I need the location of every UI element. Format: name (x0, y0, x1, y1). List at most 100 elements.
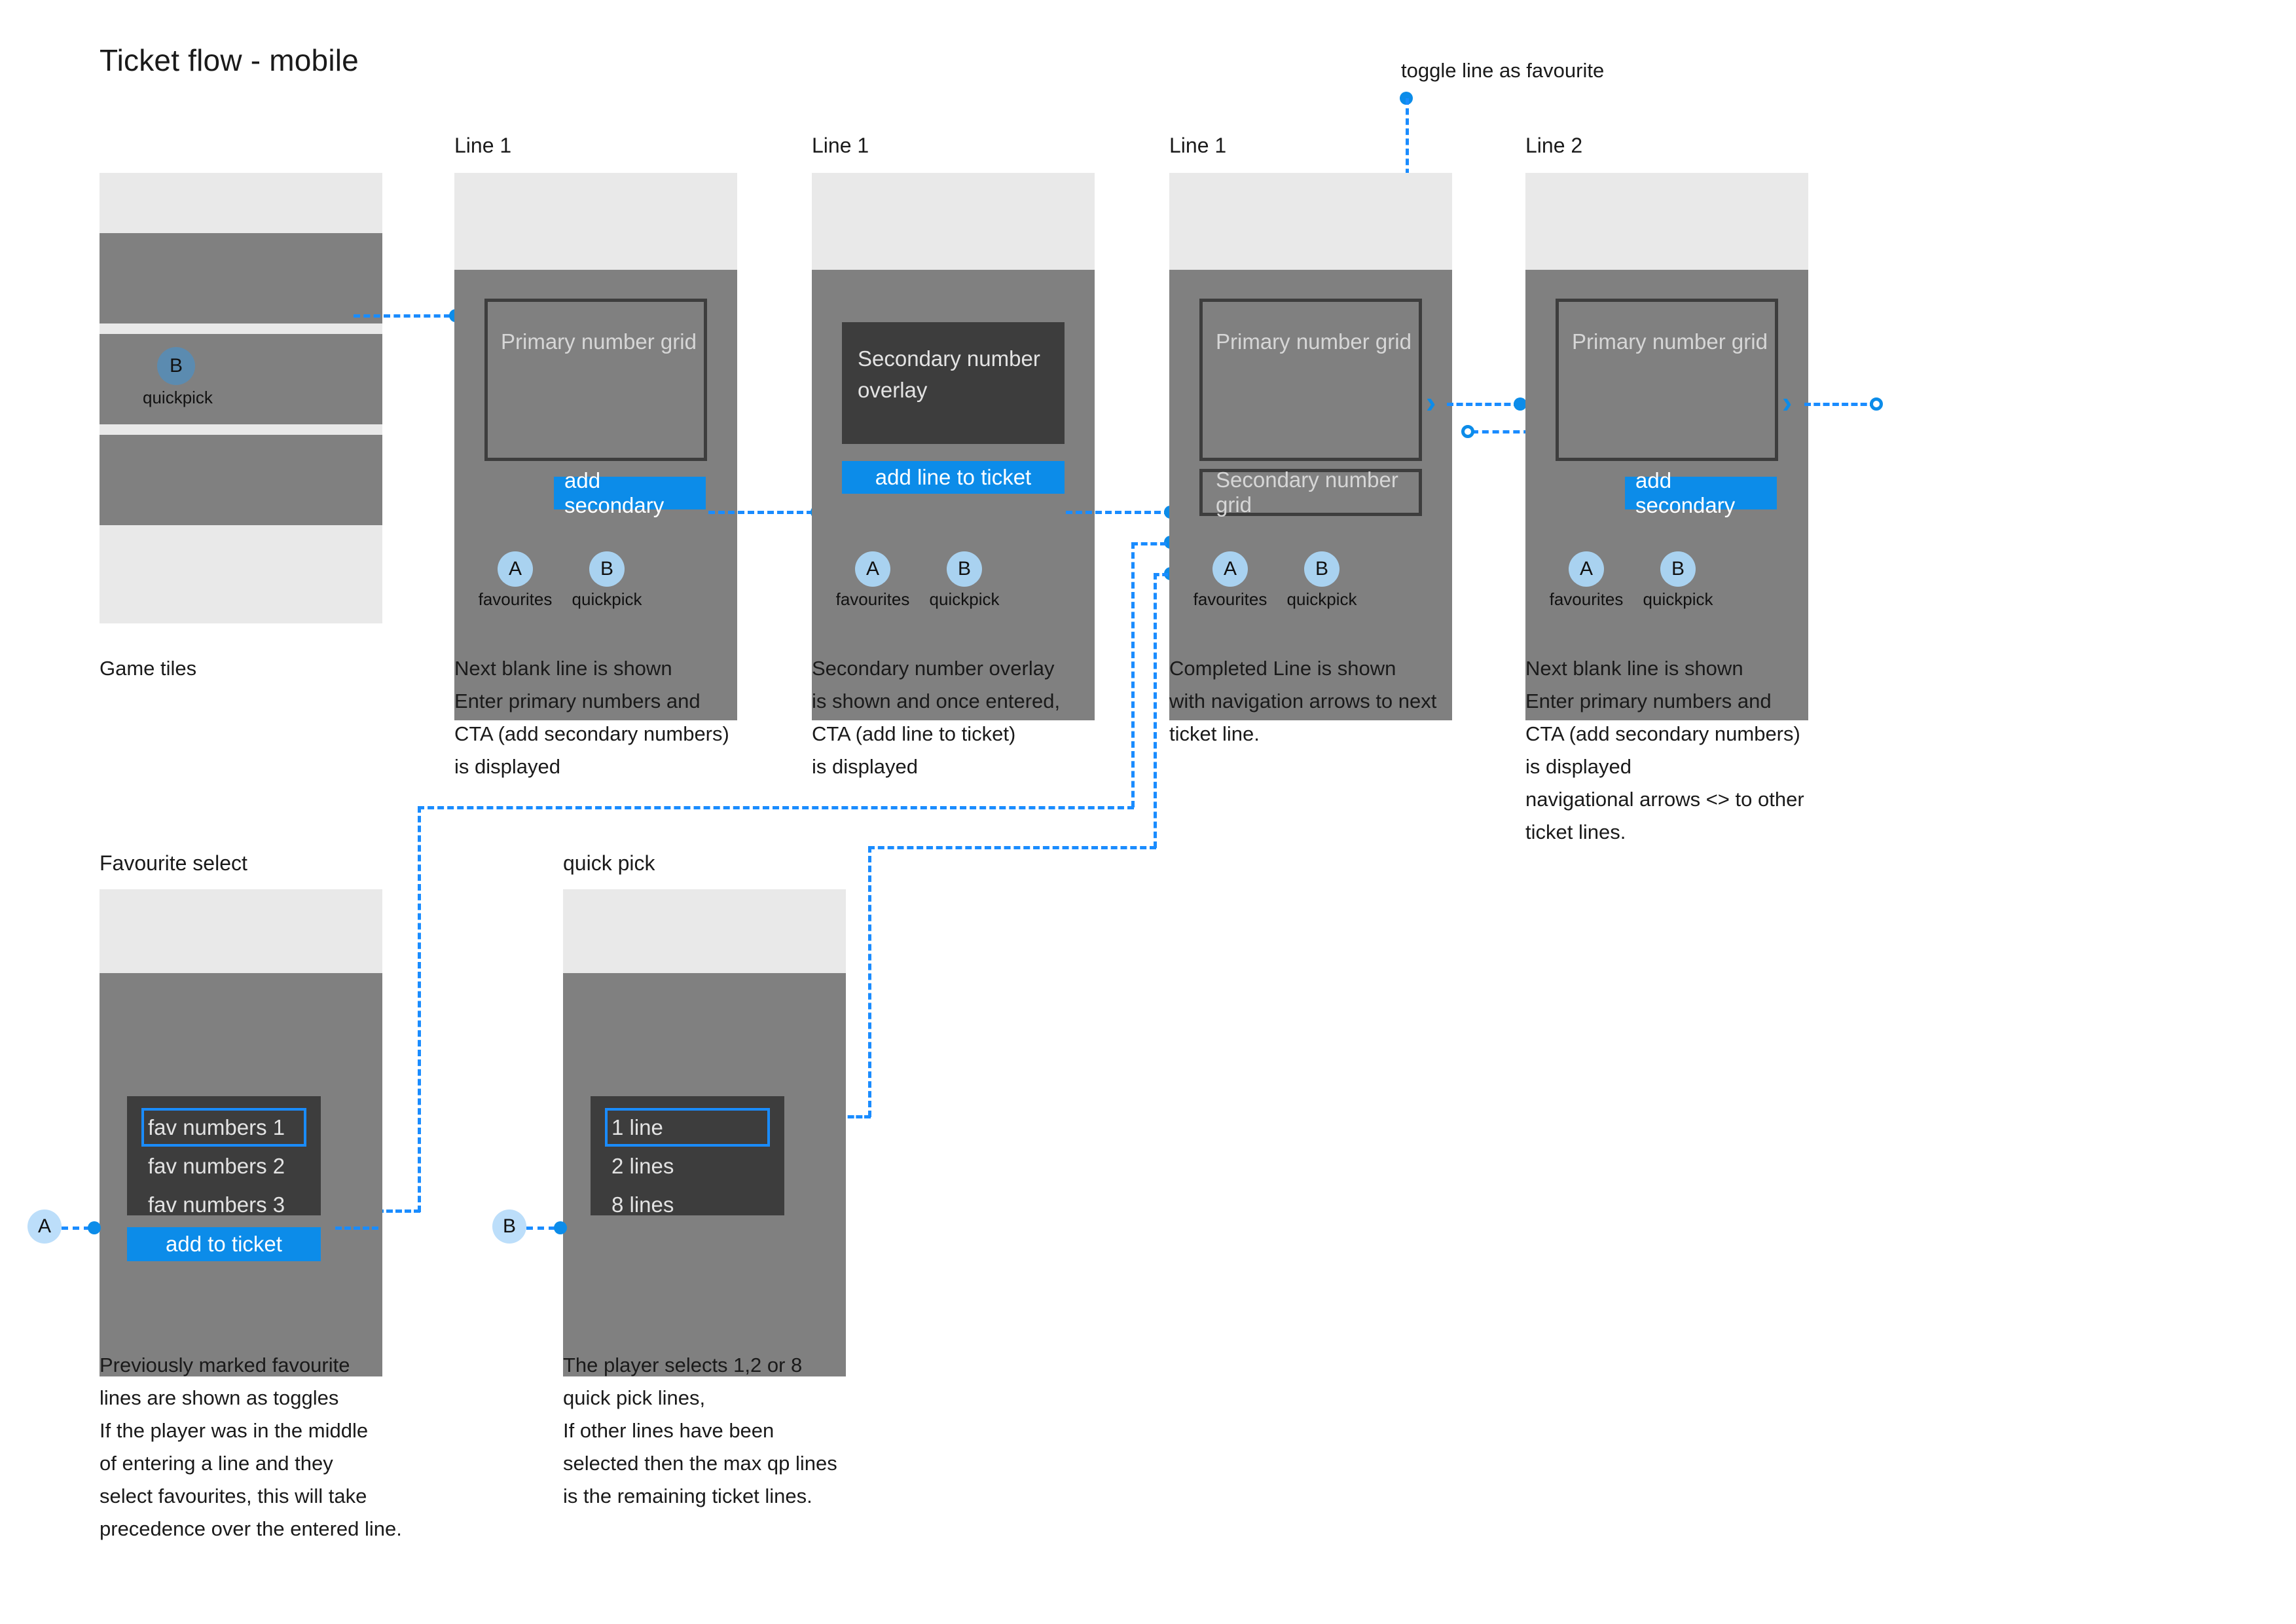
connector-quickpick-return-v2 (868, 846, 871, 1117)
tab-bubble-b: B (1304, 551, 1339, 587)
list-item-1-line[interactable]: 1 line (605, 1108, 770, 1147)
tab-favourites-overlay[interactable]: A favourites (824, 551, 922, 610)
list-item-fav-2[interactable]: fav numbers 2 (148, 1154, 285, 1178)
chevron-right-icon-line2[interactable]: › (1782, 385, 1793, 419)
cta-add-line-to-ticket[interactable]: add line to ticket (842, 461, 1065, 494)
phone-frame-favourite-select: fav numbers 1 fav numbers 2 fav numbers … (100, 889, 382, 1376)
cta-add-secondary-line2[interactable]: add secondary (1625, 468, 1777, 517)
tab-bubble-b: B (1660, 551, 1696, 587)
primary-number-grid-completed[interactable]: Primary number grid (1199, 299, 1422, 461)
favourite-options-list[interactable]: fav numbers 1 fav numbers 2 fav numbers … (127, 1096, 321, 1217)
annotation-toggle-favourite: toggle line as favourite (1401, 59, 1605, 82)
caption-line1-primary: Next blank line is shown Enter primary n… (454, 657, 729, 778)
game-tile-1[interactable] (100, 233, 382, 323)
tab-quickpick-line2[interactable]: B quickpick (1629, 551, 1727, 610)
connector-quickpick-return-v (1154, 573, 1157, 848)
connector-quickpick-return-h1 (1154, 573, 1168, 576)
connector-dot-b (554, 1221, 567, 1234)
quickpick-options-list[interactable]: 1 line 2 lines 8 lines (591, 1096, 784, 1217)
tab-bubble-a: A (1569, 551, 1604, 587)
connector-line2-back-h (1472, 430, 1540, 434)
tab-label-favourites: favourites (835, 589, 910, 609)
connector-overlay-to-completed (1066, 511, 1171, 514)
frame-label-line2: Line 2 (1525, 134, 1583, 157)
tab-label-favourites: favourites (478, 589, 553, 609)
quickpick-bubble: B (157, 347, 195, 385)
phone-frame-line2: Primary number grid add secondary A favo… (1525, 173, 1808, 720)
connector-dot-line2-in (1514, 397, 1527, 411)
caption-quick-pick: The player selects 1,2 or 8 quick pick l… (563, 1354, 837, 1507)
caption-game-tiles: Game tiles (100, 657, 197, 680)
connector-gametile-to-line1 (354, 314, 450, 318)
connector-ring-line2-out (1870, 397, 1883, 411)
tabbar-line1-overlay: A favourites B quickpick (812, 545, 1095, 623)
primary-number-grid-line2[interactable]: Primary number grid (1556, 299, 1778, 461)
cta-add-secondary-line1[interactable]: add secondary (554, 468, 706, 517)
phone-frame-line1-overlay: Secondary number overlay add line to tic… (812, 173, 1095, 720)
tab-quickpick-line1[interactable]: B quickpick (558, 551, 656, 610)
connector-favourite-return-v (1131, 542, 1135, 807)
phone-frame-quick-pick: 1 line 2 lines 8 lines (563, 889, 846, 1376)
tab-label-favourites: favourites (1193, 589, 1267, 609)
phone-frame-line1-primary: Primary number grid add secondary A favo… (454, 173, 737, 720)
tabbar-line1-completed: A favourites B quickpick (1169, 545, 1452, 623)
frame-label-favourite-select: Favourite select (100, 851, 247, 875)
connector-dot-a (88, 1221, 101, 1234)
tab-favourites-completed[interactable]: A favourites (1181, 551, 1279, 610)
secondary-number-overlay[interactable]: Secondary number overlay (842, 322, 1065, 444)
tabbar-line2: A favourites B quickpick (1525, 545, 1808, 623)
chevron-right-icon-line1[interactable]: › (1426, 385, 1436, 419)
connector-ring-line2-back (1461, 425, 1474, 438)
connector-line1-to-line2 (1447, 403, 1520, 406)
tab-favourites-line1[interactable]: A favourites (466, 551, 564, 610)
primary-number-grid-line1[interactable]: Primary number grid (484, 299, 707, 461)
connector-quickpick-return-h2 (868, 846, 1156, 849)
tab-bubble-b: B (947, 551, 982, 587)
connector-addsecondary-to-overlay (708, 511, 813, 514)
game-tile-3[interactable] (100, 435, 382, 525)
connector-favourite-out-h (335, 1227, 378, 1230)
connector-bubble-a: A (27, 1209, 62, 1244)
connector-line2-out (1804, 403, 1876, 406)
tab-quickpick-overlay[interactable]: B quickpick (915, 551, 1013, 610)
secondary-number-grid-label: Secondary number grid (1216, 468, 1398, 517)
list-item-2-lines[interactable]: 2 lines (611, 1154, 674, 1178)
phone-frame-line1-completed: Primary number grid Secondary number gri… (1169, 173, 1452, 720)
tab-favourites-line2[interactable]: A favourites (1537, 551, 1635, 610)
primary-number-grid-label: Primary number grid (1216, 329, 1412, 354)
cta-add-to-ticket[interactable]: add to ticket (127, 1227, 321, 1261)
list-item-fav-3[interactable]: fav numbers 3 (148, 1192, 285, 1217)
caption-line2: Next blank line is shown Enter primary n… (1525, 657, 1804, 843)
connector-b-line (526, 1227, 555, 1230)
caption-favourite-select: Previously marked favourite lines are sh… (100, 1354, 402, 1540)
list-item-8-lines[interactable]: 8 lines (611, 1192, 674, 1217)
tab-label-quickpick: quickpick (929, 589, 1000, 609)
primary-number-grid-label: Primary number grid (1572, 329, 1768, 354)
tab-bubble-b: B (589, 551, 625, 587)
game-tile-2[interactable]: B quickpick (100, 334, 382, 424)
connector-favourite-return-h2 (418, 806, 1134, 809)
tab-bubble-a: A (855, 551, 890, 587)
frame-label-line1-overlay: Line 1 (812, 134, 869, 157)
tab-label-quickpick: quickpick (1643, 589, 1713, 609)
quickpick-label: quickpick (143, 388, 213, 407)
page-title: Ticket flow - mobile (100, 43, 359, 77)
secondary-number-grid-completed[interactable]: Secondary number grid (1199, 468, 1422, 517)
frame-label-line1-primary: Line 1 (454, 134, 512, 157)
connector-bubble-b: B (492, 1209, 526, 1244)
frame-label-quick-pick: quick pick (563, 851, 655, 875)
connector-favourite-return-h1 (1131, 542, 1167, 545)
tab-bubble-a: A (498, 551, 533, 587)
tab-label-quickpick: quickpick (572, 589, 642, 609)
caption-line1-overlay: Secondary number overlay is shown and on… (812, 657, 1061, 778)
connector-a-line (62, 1227, 90, 1230)
list-item-fav-1[interactable]: fav numbers 1 (141, 1108, 306, 1147)
secondary-number-overlay-label: Secondary number overlay (858, 346, 1040, 402)
tab-label-favourites: favourites (1549, 589, 1624, 609)
tabbar-line1-primary: A favourites B quickpick (454, 545, 737, 623)
caption-line1-completed: Completed Line is shown with navigation … (1169, 657, 1437, 745)
tab-label-quickpick: quickpick (1286, 589, 1357, 609)
tab-quickpick-completed[interactable]: B quickpick (1273, 551, 1371, 610)
primary-number-grid-label: Primary number grid (501, 329, 697, 354)
